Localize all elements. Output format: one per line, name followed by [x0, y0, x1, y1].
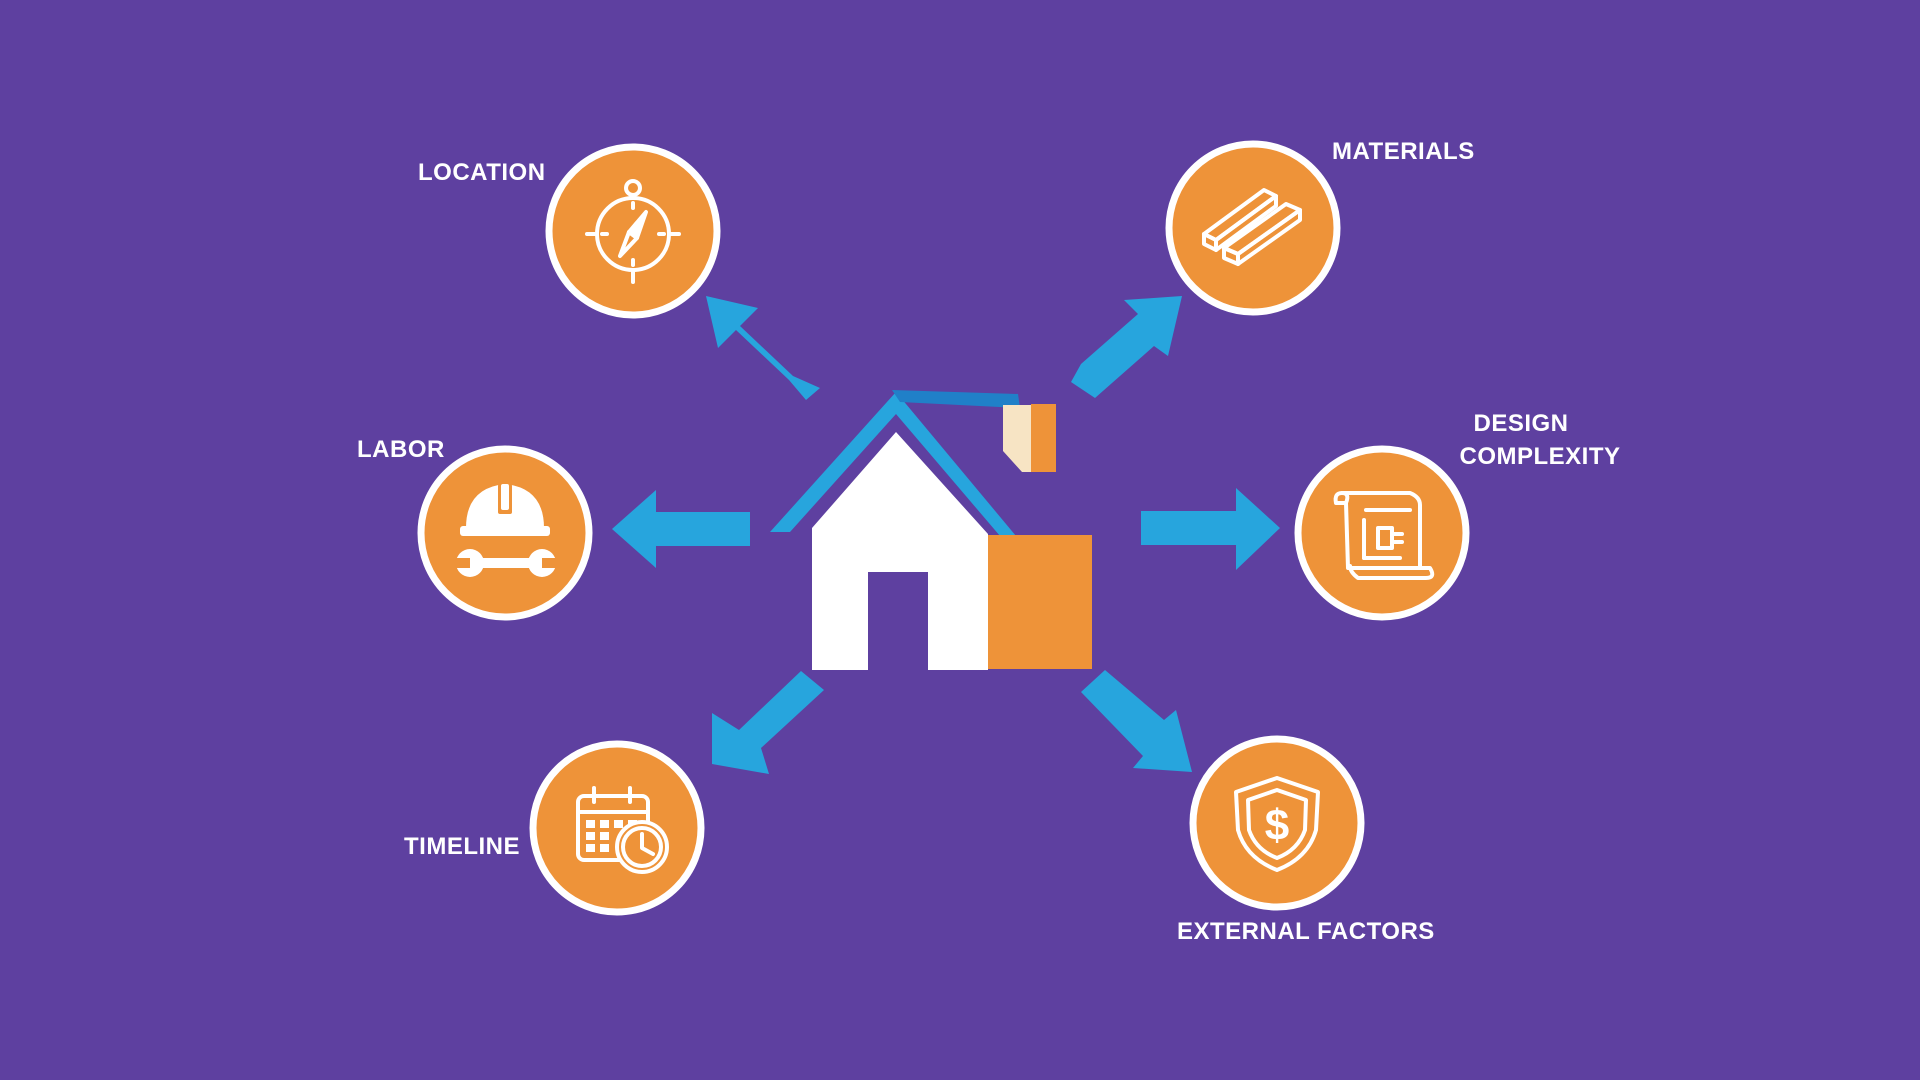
arrows	[612, 296, 1280, 774]
label-design-line-1: DESIGN	[1473, 410, 1569, 437]
label-materials: MATERIALS	[1332, 138, 1475, 165]
house-body-white	[812, 432, 988, 670]
blueprint-scroll-icon	[1333, 491, 1435, 580]
arrow-to-location	[706, 296, 820, 400]
label-design-line-2: COMPLEXITY	[1459, 443, 1621, 470]
node-external-factors: $	[1189, 735, 1365, 911]
chimney	[1003, 405, 1031, 472]
arrow-to-external	[1081, 670, 1192, 772]
compass-icon	[585, 179, 681, 284]
house-icon	[770, 390, 1092, 670]
label-design-complexity: DESIGN COMPLEXITY	[1455, 407, 1625, 473]
lumber-planks-icon	[1202, 188, 1302, 266]
arrow-to-materials	[1071, 296, 1182, 398]
arrow-to-timeline	[712, 671, 824, 774]
shield-dollar-icon: $	[1234, 776, 1320, 872]
hardhat-wrench-icon	[452, 484, 560, 577]
label-timeline: TIMELINE	[404, 833, 520, 860]
label-external-factors: EXTERNAL FACTORS	[1177, 918, 1435, 945]
arrow-to-design	[1141, 488, 1280, 570]
calendar-clock-icon	[576, 786, 669, 874]
node-location	[545, 143, 721, 319]
node-labor	[417, 445, 593, 621]
dollar-sign-glyph: $	[1265, 801, 1289, 850]
house-body-orange	[988, 535, 1092, 669]
label-location: LOCATION	[418, 159, 546, 186]
label-labor: LABOR	[357, 436, 445, 463]
arrow-to-labor	[612, 490, 750, 568]
node-timeline	[529, 740, 705, 916]
node-design-complexity	[1294, 445, 1470, 621]
node-materials	[1165, 140, 1341, 316]
